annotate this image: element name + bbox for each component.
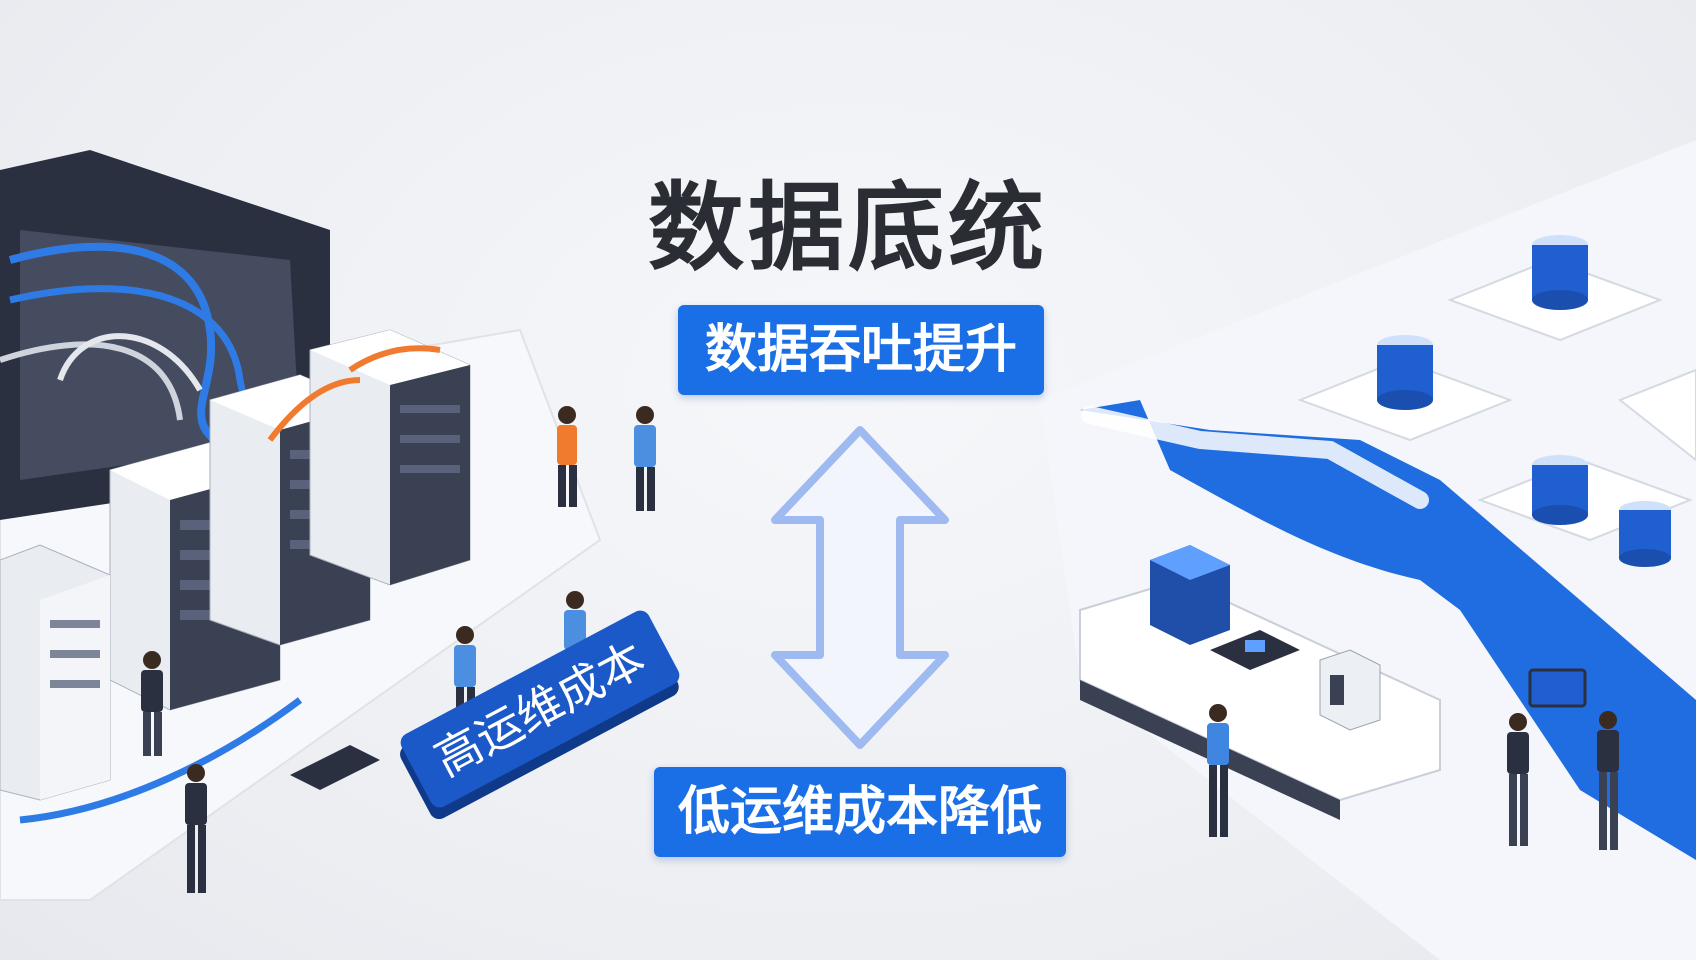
database-icon (1532, 455, 1588, 525)
database-icon (1377, 335, 1433, 410)
person-icon (634, 406, 656, 511)
person-icon (1207, 704, 1229, 837)
server-rack-icon (1150, 545, 1230, 645)
person-icon (1597, 711, 1619, 850)
page-title: 数据底统 (648, 172, 1048, 284)
person-icon (557, 406, 577, 507)
person-icon (141, 651, 163, 756)
cost-reduction-badge: 低运维成本降低 (654, 767, 1066, 857)
server-rack-icon (0, 544, 111, 801)
database-icon (1532, 235, 1588, 310)
server-rack-icon (309, 329, 471, 586)
left-datacenter-illustration (0, 150, 656, 901)
double-arrow-icon (771, 426, 949, 749)
person-icon (185, 764, 207, 893)
person-icon (1507, 713, 1529, 846)
right-datacenter-illustration (1040, 140, 1696, 960)
throughput-badge: 数据吞吐提升 (678, 305, 1044, 395)
database-icon (1619, 501, 1671, 567)
server-rack-icon (1319, 649, 1381, 731)
